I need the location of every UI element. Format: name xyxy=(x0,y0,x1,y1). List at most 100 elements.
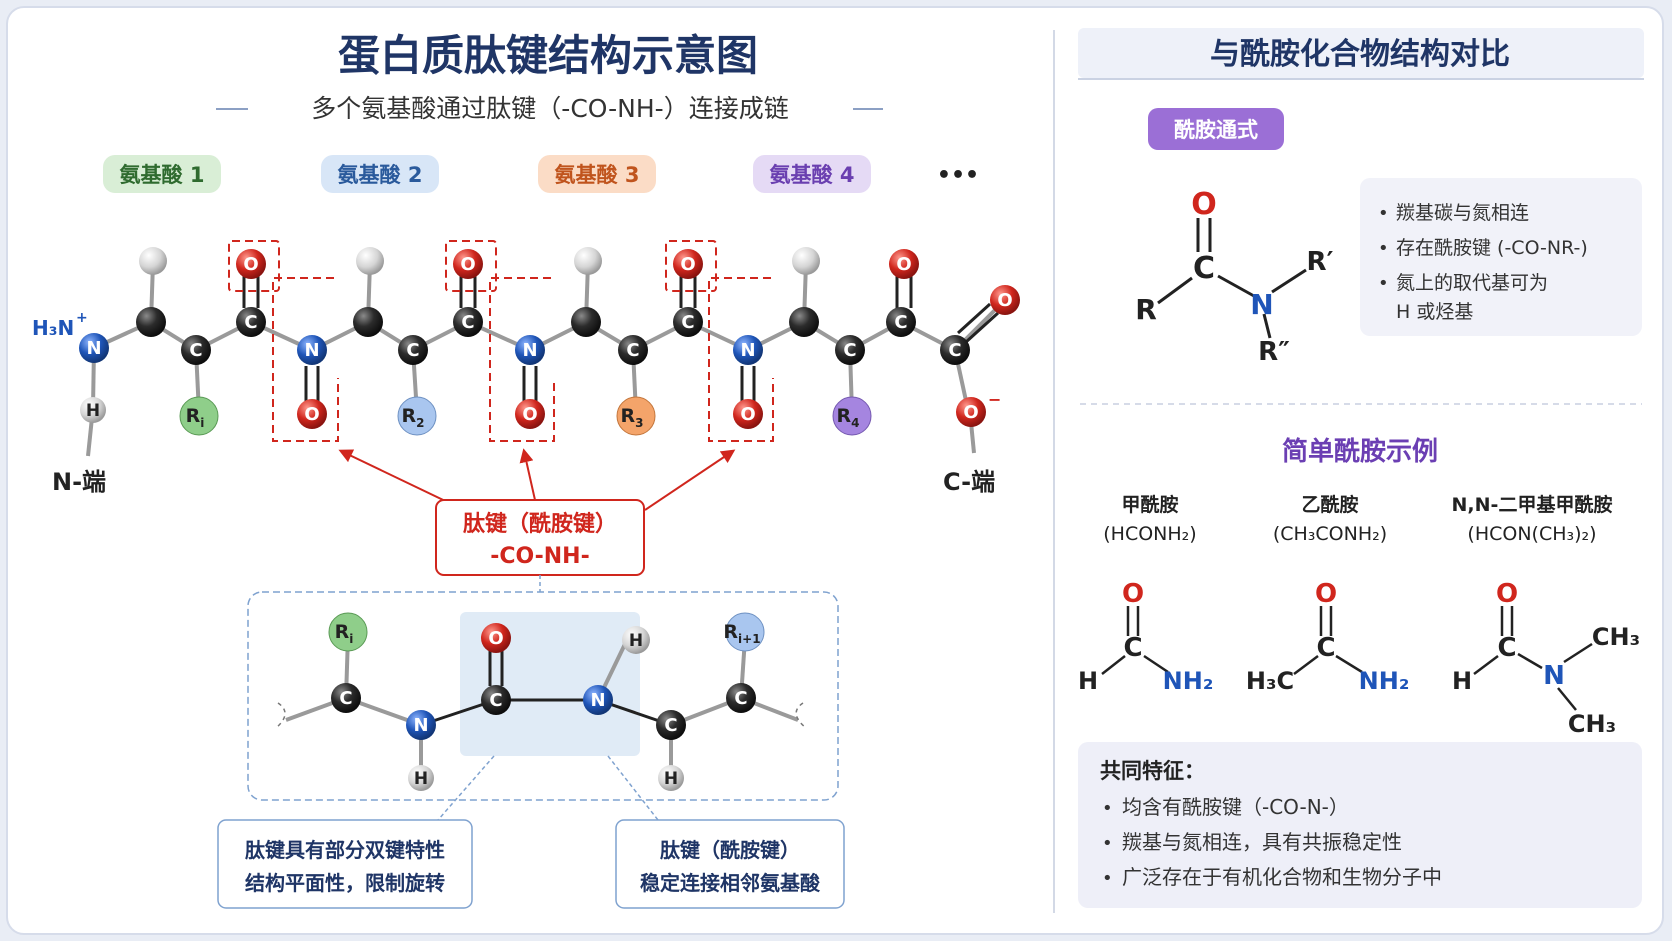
svg-text:•: • xyxy=(1378,238,1389,259)
general-r: R xyxy=(1135,293,1157,326)
common-features: 共同特征： • 均含有酰胺键（-CO-N-） • 羰基与氮相连，具有共振稳定性 … xyxy=(1078,742,1642,908)
amide-o-atom-3 xyxy=(733,399,763,429)
amino-acid-tag-1-bg xyxy=(103,155,221,193)
amide-n-atom-2 xyxy=(515,335,545,365)
diagram-canvas: 蛋白质肽键结构示意图 多个氨基酸通过肽键（-CO-NH-）连接成链 氨基酸 1 … xyxy=(32,28,1644,913)
n-terminal-label: N-端 xyxy=(52,468,106,496)
examples-title: 简单酰胺示例 xyxy=(1282,436,1438,467)
atom-label: N xyxy=(740,340,755,361)
svg-text:•: • xyxy=(1378,273,1389,294)
carboxylate-o-atom xyxy=(956,397,986,427)
more-dots: ••• xyxy=(937,163,979,188)
dmf-n: N xyxy=(1543,661,1565,691)
general-features: • 羰基碳与氮相连 • 存在酰胺键 (-CO-NR-) • 氮上的取代基可为 H… xyxy=(1360,178,1642,336)
atom-label: N xyxy=(590,690,605,711)
carbonyl-o-atom-3 xyxy=(673,249,703,279)
r-group-2-sub: 2 xyxy=(416,416,424,430)
formamide-o: O xyxy=(1122,579,1144,609)
example-labels: 甲酰胺 (HCONH₂) 乙酰胺 (CH₃CONH₂) N,N-二甲基甲酰胺 (… xyxy=(1103,493,1612,545)
atom-label: O xyxy=(997,290,1012,311)
acetamide-h3c: H₃C xyxy=(1246,667,1294,695)
carbonyl-o-atom-1 xyxy=(236,249,266,279)
acetamide-structure: O C H₃C NH₂ xyxy=(1246,579,1409,695)
peptide-bond-highlights xyxy=(228,240,774,442)
detail-c-atom-right1 xyxy=(656,710,686,740)
detail-dashed-box xyxy=(247,591,839,801)
atom-label: O xyxy=(896,254,911,275)
atom-label: C xyxy=(461,312,474,333)
general-features-box xyxy=(1360,178,1642,336)
dmf-structure: O C H N CH₃ CH₃ xyxy=(1452,579,1640,738)
detail-n-atom-right xyxy=(583,685,613,715)
side-c-atom-2 xyxy=(398,335,428,365)
nh3-charge: + xyxy=(76,310,88,326)
general-feature-3: 氮上的取代基可为 xyxy=(1396,272,1548,294)
svg-text:•: • xyxy=(1102,798,1113,819)
right-panel-title: 与酰胺化合物结构对比 xyxy=(1210,37,1510,72)
alpha-c-atom-4 xyxy=(789,307,819,337)
r-group-labels: Ri R2 R3 R4 xyxy=(186,405,860,430)
formamide-h: H xyxy=(1078,667,1098,695)
atom-label: O xyxy=(963,402,978,423)
alpha-h-atom-2 xyxy=(356,247,384,275)
atom-label: O xyxy=(243,254,258,275)
note-left-line-1: 肽键具有部分双键特性 xyxy=(245,838,445,862)
alpha-h-atom-3 xyxy=(574,247,602,275)
amino-acid-tag-2-bg xyxy=(321,155,439,193)
atom-label: H xyxy=(664,769,678,789)
svg-text:R3: R3 xyxy=(621,405,644,430)
alpha-c-atom-3 xyxy=(571,307,601,337)
amide-o-atom-2 xyxy=(515,399,545,429)
common-features-box xyxy=(1078,742,1642,908)
dmf-ch3-top: CH₃ xyxy=(1592,623,1640,651)
atom-label: C xyxy=(681,312,694,333)
side-c-atom-1 xyxy=(181,335,211,365)
alpha-h-atom-4 xyxy=(792,247,820,275)
r-group-1-letter: R xyxy=(186,405,201,427)
amide-n-atom-1 xyxy=(297,335,327,365)
detail-r-left-sub: i xyxy=(349,632,353,646)
example-2-name: 乙酰胺 xyxy=(1301,493,1358,516)
alpha-c-atom-1 xyxy=(136,307,166,337)
detail-r-right-letter: R xyxy=(723,621,738,643)
common-feature-1: 均含有酰胺键（-CO-N-） xyxy=(1122,795,1349,819)
general-c: C xyxy=(1193,251,1215,286)
side-c-atom-3 xyxy=(618,335,648,365)
note-right-line-1: 肽键（酰胺键） xyxy=(660,838,800,862)
detail-n-atom-left xyxy=(406,710,436,740)
r-group-4-letter: R xyxy=(837,405,852,427)
n-terminal-h-label: H xyxy=(86,401,100,421)
atom-label: N xyxy=(522,340,537,361)
amino-acid-tag-3: 氨基酸 3 xyxy=(555,163,640,187)
detail-h-atom-right xyxy=(658,765,684,791)
carbonyl-c-atom-2 xyxy=(453,307,483,337)
bottom-notes: 肽键具有部分双键特性 结构平面性，限制旋转 肽键（酰胺键） 稳定连接相邻氨基酸 xyxy=(217,819,845,909)
detail-h-atom-left xyxy=(408,765,434,791)
atom-label: C xyxy=(339,688,352,709)
detail-o-atom xyxy=(481,623,511,653)
common-features-title: 共同特征： xyxy=(1100,759,1205,783)
formamide-c: C xyxy=(1123,633,1142,663)
dmf-ch3-bottom: CH₃ xyxy=(1568,710,1616,738)
nh3-label: H₃N xyxy=(32,316,74,340)
detail-r-left-ball xyxy=(328,612,368,652)
acetamide-c: C xyxy=(1316,633,1335,663)
atom-label: O xyxy=(304,404,319,425)
svg-text:Ri: Ri xyxy=(335,621,354,646)
common-feature-3: 广泛存在于有机化合物和生物分子中 xyxy=(1122,865,1442,889)
amino-acid-tag-1: 氨基酸 1 xyxy=(120,163,205,187)
general-r1: R′ xyxy=(1307,247,1334,277)
atom-label: C xyxy=(406,340,419,361)
detail-c-atom-right2 xyxy=(726,683,756,713)
canvas-frame: 蛋白质肽键结构示意图 多个氨基酸通过肽键（-CO-NH-）连接成链 氨基酸 1 … xyxy=(6,6,1664,935)
peptide-bond-callout: 肽键（酰胺键） -CO-NH- xyxy=(338,448,736,592)
general-n: N xyxy=(1250,288,1273,321)
atom-label: C xyxy=(894,312,907,333)
atom-label: C xyxy=(843,340,856,361)
example-2-formula: (CH₃CONH₂) xyxy=(1273,523,1387,545)
page-title: 蛋白质肽键结构示意图 xyxy=(338,31,758,80)
formamide-nh2: NH₂ xyxy=(1163,667,1214,695)
atom-label: C xyxy=(189,340,202,361)
general-feature-2: 存在酰胺键 (-CO-NR-) xyxy=(1396,237,1588,259)
carbonyl-c-atom-3 xyxy=(673,307,703,337)
